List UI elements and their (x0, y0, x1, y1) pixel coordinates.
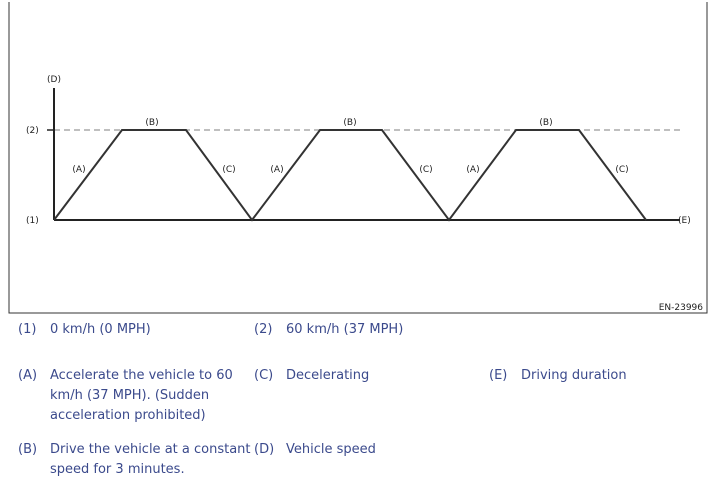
level-low-label: (1) (26, 216, 39, 226)
legend-text-line: Accelerate the vehicle to 60 (50, 368, 233, 383)
phase-b-label-3: (B) (539, 118, 552, 128)
legend-item-2: (2) 60 km/h (37 MPH) (254, 320, 403, 340)
y-axis-label: (D) (47, 75, 61, 85)
legend-code: (B) (18, 442, 38, 457)
legend-text: Accelerate the vehicle to 60 km/h (37 MPH… (50, 366, 233, 426)
phase-b-label-2: (B) (343, 118, 356, 128)
legend-text: Vehicle speed (286, 442, 376, 457)
legend-text: 0 km/h (0 MPH) (50, 322, 151, 337)
legend-text: Driving duration (521, 368, 627, 383)
speed-profile-diagram: (D) (E) (2) (1) (A) (B) (C) (A) (B) (C) … (8, 2, 708, 314)
legend-code: (C) (254, 368, 274, 383)
legend-text-line: Drive the vehicle at a constant (50, 442, 251, 457)
legend-code: (1) (18, 322, 37, 337)
legend-item-b: (B) Drive the vehicle at a constant speed … (18, 440, 251, 480)
legend-text-line: acceleration prohibited) (50, 408, 206, 423)
phase-c-label-1: (C) (222, 165, 235, 175)
speed-profile-line (53, 129, 647, 222)
legend-code: (D) (254, 442, 275, 457)
legend-text-line: speed for 3 minutes. (50, 462, 185, 477)
level-high-label: (2) (26, 126, 39, 136)
legend-code: (A) (18, 368, 38, 383)
figure-id: EN-23996 (659, 303, 704, 313)
phase-c-label-3: (C) (615, 165, 628, 175)
legend-text: Drive the vehicle at a constant speed for… (50, 440, 251, 480)
phase-b-label-1: (B) (145, 118, 158, 128)
legend-item-e: (E) Driving duration (489, 366, 627, 386)
legend-text: Decelerating (286, 368, 370, 383)
phase-a-label-1: (A) (72, 165, 85, 175)
legend-item-a: (A) Accelerate the vehicle to 60 km/h (37 … (18, 366, 233, 426)
legend-code: (E) (489, 368, 508, 383)
legend-item-c: (C) Decelerating (254, 366, 369, 386)
phase-c-label-2: (C) (419, 165, 432, 175)
legend-text: 60 km/h (37 MPH) (286, 322, 404, 337)
x-axis-label: (E) (678, 216, 691, 226)
legend-item-d: (D) Vehicle speed (254, 440, 376, 460)
figure-frame (8, 2, 708, 314)
phase-a-label-3: (A) (466, 165, 479, 175)
legend-text-line: km/h (37 MPH). (Sudden (50, 388, 210, 403)
legend-code: (2) (254, 322, 273, 337)
phase-a-label-2: (A) (270, 165, 283, 175)
legend-item-1: (1) 0 km/h (0 MPH) (18, 320, 151, 340)
